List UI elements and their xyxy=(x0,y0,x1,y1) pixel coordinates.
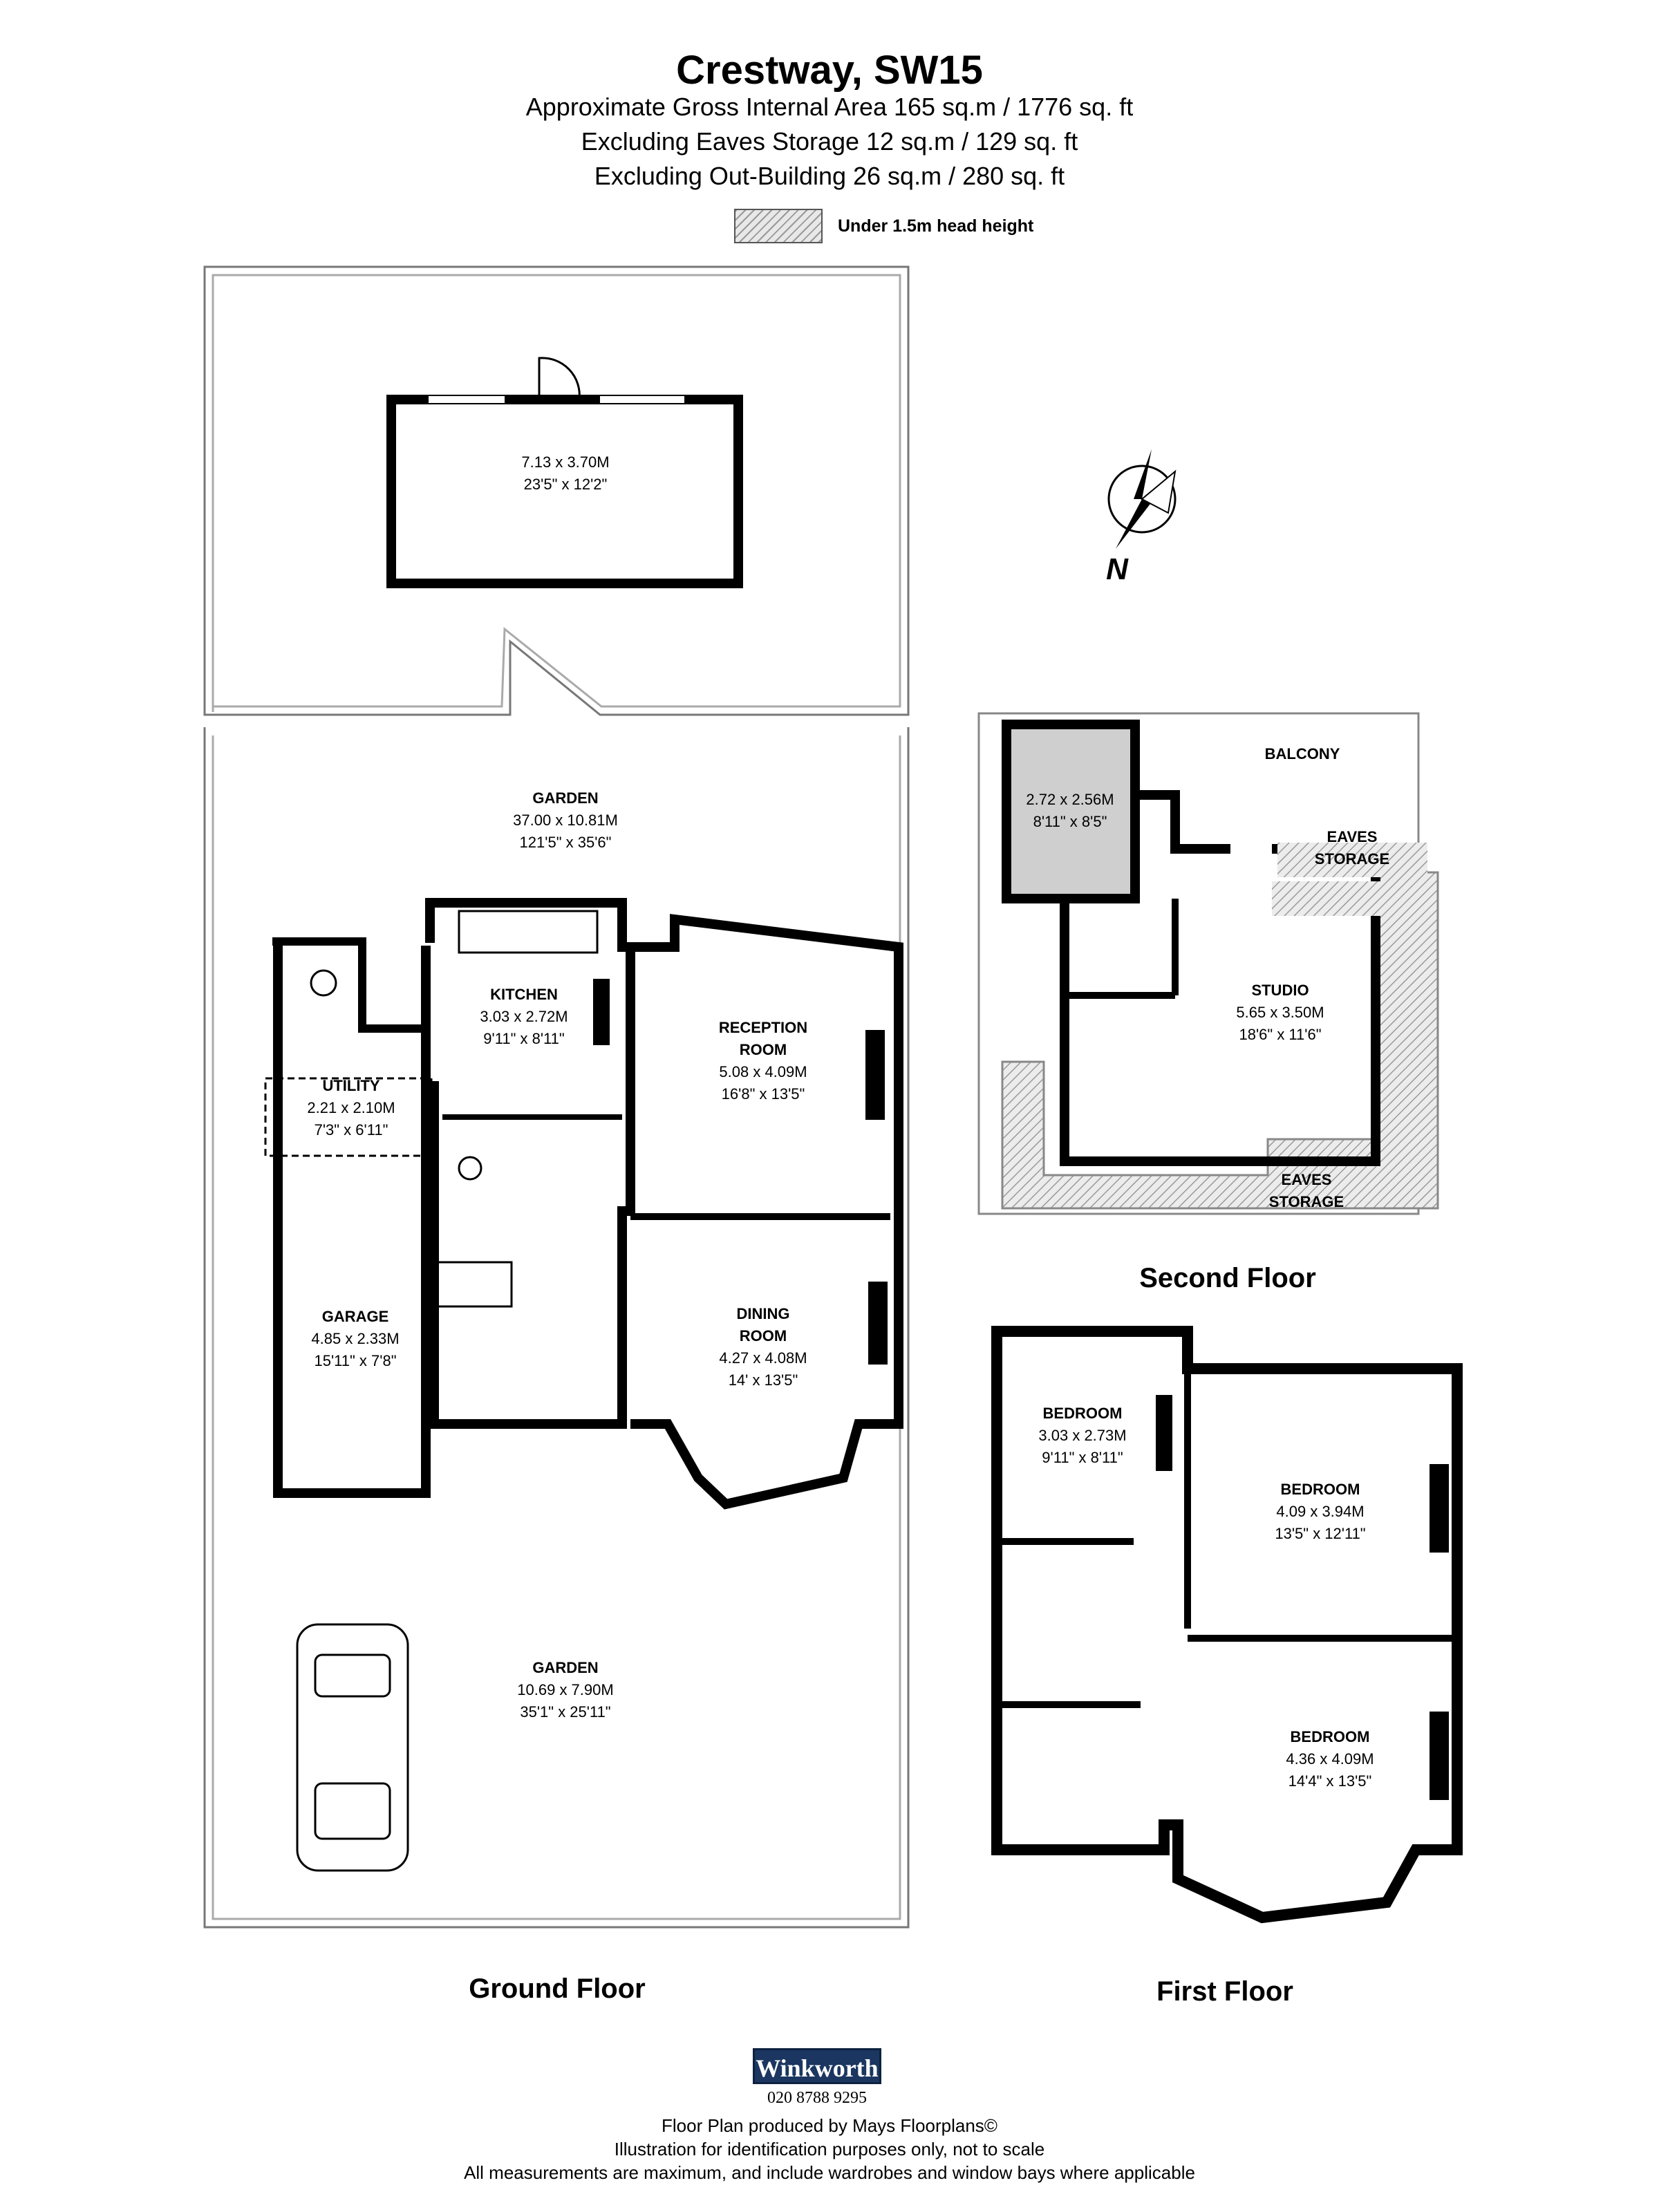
eaves-bottom-label-2: STORAGE xyxy=(1269,1193,1344,1210)
footer-measurements: All measurements are maximum, and includ… xyxy=(464,2162,1195,2183)
eaves-area-text: Excluding Eaves Storage 12 sq.m / 129 sq… xyxy=(581,127,1078,156)
front-garden-dims-m: 10.69 x 7.90M xyxy=(517,1681,613,1698)
outbuilding-dims-m: 7.13 x 3.70M xyxy=(521,453,609,471)
garage-label: GARAGE xyxy=(322,1308,389,1325)
kitchen-dims-ft: 9'11" x 8'11" xyxy=(483,1030,564,1047)
kitchen-dims-m: 3.03 x 2.72M xyxy=(480,1008,568,1025)
bedroom-front-dims-ft: 14'4" x 13'5" xyxy=(1288,1772,1372,1790)
footer-disclaimer: Illustration for identification purposes… xyxy=(614,2139,1045,2159)
reception-dims-m: 5.08 x 4.09M xyxy=(719,1063,807,1080)
bedroom-front-dims-m: 4.36 x 4.09M xyxy=(1286,1750,1374,1768)
outbuilding-area-text: Excluding Out-Building 26 sq.m / 280 sq.… xyxy=(594,162,1065,190)
dining-label-1: DINING xyxy=(737,1305,790,1322)
front-garden-boundary xyxy=(203,727,910,1929)
first-floor-label: First Floor xyxy=(1156,1976,1293,2007)
reception-label-1: RECEPTION xyxy=(719,1019,807,1036)
utility-dims-m: 2.21 x 2.10M xyxy=(307,1099,395,1116)
second-floor-label: Second Floor xyxy=(1139,1263,1316,1293)
reception-label-2: ROOM xyxy=(740,1041,787,1058)
studio-dims-m: 5.65 x 3.50M xyxy=(1236,1004,1324,1021)
eaves-top-label-2: STORAGE xyxy=(1315,850,1389,868)
legend-label: Under 1.5m head height xyxy=(838,216,1034,236)
bedroom-rear-dims-m: 4.09 x 3.94M xyxy=(1276,1503,1364,1520)
rear-garden-dims-ft: 121'5" x 35'6" xyxy=(520,834,612,851)
gross-area-text: Approximate Gross Internal Area 165 sq.m… xyxy=(525,93,1134,121)
rear-garden-boundary xyxy=(203,265,910,716)
eaves-room-dims-m: 2.72 x 2.56M xyxy=(1026,791,1114,808)
rear-garden-dims-m: 37.00 x 10.81M xyxy=(513,812,618,829)
bedroom-rear-label: BEDROOM xyxy=(1281,1481,1360,1498)
studio-label: STUDIO xyxy=(1251,982,1309,999)
second-floor-walls xyxy=(977,712,1439,1215)
front-garden-dims-ft: 35'1" x 25'11" xyxy=(520,1703,610,1721)
ground-floor-walls xyxy=(264,898,903,1510)
bedroom-front-label: BEDROOM xyxy=(1291,1728,1370,1745)
car-icon xyxy=(296,1623,409,1872)
outbuilding-dims-ft: 23'5" x 12'2" xyxy=(524,476,608,493)
bedroom-small-dims-m: 3.03 x 2.73M xyxy=(1038,1427,1126,1444)
dining-dims-m: 4.27 x 4.08M xyxy=(719,1349,807,1367)
dining-dims-ft: 14' x 13'5" xyxy=(729,1371,798,1389)
bedroom-small-label: BEDROOM xyxy=(1043,1405,1123,1422)
reception-dims-ft: 16'8" x 13'5" xyxy=(722,1085,805,1103)
garage-dims-ft: 15'11" x 7'8" xyxy=(314,1352,396,1369)
footer-credit: Floor Plan produced by Mays Floorplans© xyxy=(662,2115,997,2136)
utility-label: UTILITY xyxy=(322,1077,379,1094)
north-arrow-icon xyxy=(1107,449,1177,549)
eaves-bottom-label-1: EAVES xyxy=(1282,1171,1332,1188)
eaves-top-label-1: EAVES xyxy=(1327,828,1378,845)
first-floor-walls xyxy=(991,1326,1463,1924)
dining-label-2: ROOM xyxy=(740,1327,787,1344)
north-label: N xyxy=(1106,552,1129,586)
ground-floor-label: Ground Floor xyxy=(469,1974,646,2004)
balcony-label: BALCONY xyxy=(1265,745,1340,762)
front-garden-label: GARDEN xyxy=(532,1659,598,1676)
outbuilding xyxy=(386,357,743,588)
studio-dims-ft: 18'6" x 11'6" xyxy=(1239,1026,1321,1043)
winkworth-logo: Winkworth xyxy=(753,2048,881,2084)
legend: Under 1.5m head height xyxy=(734,209,1033,243)
garage-dims-m: 4.85 x 2.33M xyxy=(311,1330,399,1347)
agent-phone: 020 8788 9295 xyxy=(767,2089,867,2107)
eaves-room-dims-ft: 8'11" x 8'5" xyxy=(1033,813,1107,830)
bedroom-small-dims-ft: 9'11" x 8'11" xyxy=(1042,1449,1123,1466)
bedroom-rear-dims-ft: 13'5" x 12'11" xyxy=(1275,1525,1365,1542)
utility-dims-ft: 7'3" x 6'11" xyxy=(315,1121,388,1138)
kitchen-label: KITCHEN xyxy=(490,986,558,1003)
hatch-swatch xyxy=(734,209,823,243)
rear-garden-label: GARDEN xyxy=(532,789,598,807)
page-title: Crestway, SW15 xyxy=(676,48,983,93)
